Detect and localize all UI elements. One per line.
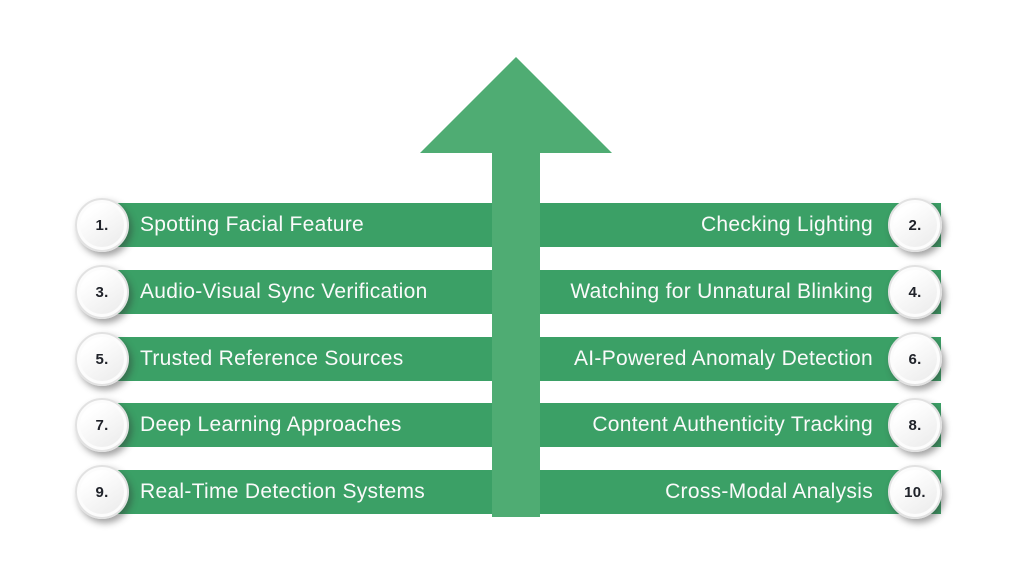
step-bar-10: Cross-Modal Analysis	[540, 470, 941, 514]
row-5: Real-Time Detection Systems Cross-Modal …	[0, 465, 1024, 519]
step-number-badge-2: 2.	[888, 198, 942, 252]
step-label-6: AI-Powered Anomaly Detection	[573, 347, 873, 370]
step-number-badge-5: 5.	[75, 332, 129, 386]
step-bar-8: Content Authenticity Tracking	[540, 403, 941, 447]
step-label-3: Audio-Visual Sync Verification	[140, 280, 428, 303]
step-label-5: Trusted Reference Sources	[140, 347, 404, 370]
step-number-badge-8: 8.	[888, 398, 942, 452]
step-label-4: Watching for Unnatural Blinking	[570, 280, 873, 303]
step-number-badge-3: 3.	[75, 265, 129, 319]
row-1: Spotting Facial Feature Checking Lightin…	[0, 198, 1024, 252]
step-number-5: 5.	[95, 350, 109, 368]
step-number-4: 4.	[908, 283, 922, 301]
step-number-badge-1: 1.	[75, 198, 129, 252]
step-bar-9: Real-Time Detection Systems	[100, 470, 492, 514]
step-number-7: 7.	[95, 416, 109, 434]
step-number-badge-4: 4.	[888, 265, 942, 319]
step-number-badge-10: 10.	[888, 465, 942, 519]
row-2: Audio-Visual Sync Verification Watching …	[0, 265, 1024, 319]
step-number-badge-9: 9.	[75, 465, 129, 519]
step-bar-6: AI-Powered Anomaly Detection	[540, 337, 941, 381]
step-bar-1: Spotting Facial Feature	[100, 203, 492, 247]
step-number-9: 9.	[95, 483, 109, 501]
up-arrow-head	[420, 57, 612, 153]
step-bar-4: Watching for Unnatural Blinking	[540, 270, 941, 314]
step-number-1: 1.	[95, 216, 109, 234]
up-arrow-shaft	[492, 150, 540, 517]
step-number-6: 6.	[908, 350, 922, 368]
step-number-8: 8.	[908, 416, 922, 434]
row-3: Trusted Reference Sources AI-Powered Ano…	[0, 332, 1024, 386]
step-number-badge-6: 6.	[888, 332, 942, 386]
step-bar-7: Deep Learning Approaches	[100, 403, 492, 447]
step-bar-5: Trusted Reference Sources	[100, 337, 492, 381]
step-number-2: 2.	[908, 216, 922, 234]
step-label-9: Real-Time Detection Systems	[140, 480, 426, 503]
step-label-1: Spotting Facial Feature	[140, 213, 365, 236]
step-number-10: 10.	[904, 483, 926, 501]
step-bar-2: Checking Lighting	[540, 203, 941, 247]
row-4: Deep Learning Approaches Content Authent…	[0, 398, 1024, 452]
step-label-10: Cross-Modal Analysis	[665, 480, 873, 503]
step-number-badge-7: 7.	[75, 398, 129, 452]
step-number-3: 3.	[95, 283, 109, 301]
step-label-7: Deep Learning Approaches	[140, 413, 402, 436]
step-label-8: Content Authenticity Tracking	[592, 413, 873, 436]
step-bar-3: Audio-Visual Sync Verification	[100, 270, 492, 314]
step-label-2: Checking Lighting	[700, 213, 873, 236]
